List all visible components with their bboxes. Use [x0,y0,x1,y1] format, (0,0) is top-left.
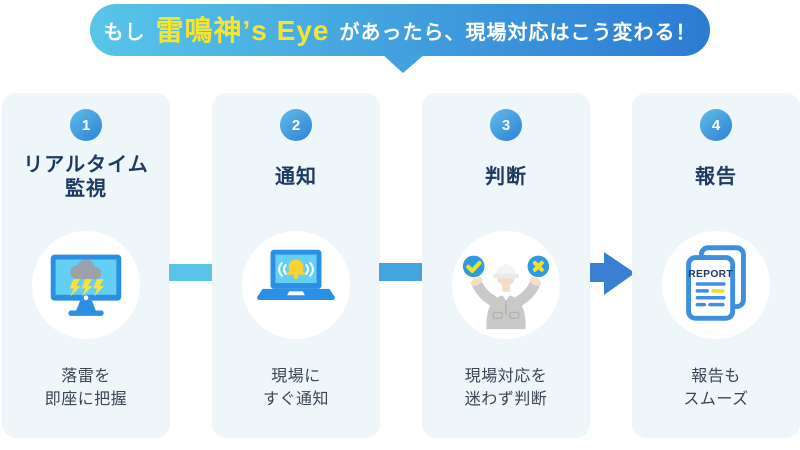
caption-line: 迷わず判断 [464,391,548,408]
step-card-3: 3 判断 [422,93,590,438]
title-line: 報告 [695,166,737,188]
connector-bar-1 [169,264,213,281]
caption-line: スムーズ [683,391,749,408]
title-line: リアルタイム [23,154,149,176]
worker-decision-icon [452,231,560,339]
product-name: 雷鳴神’s Eye [155,15,330,46]
step-card-1: 1 リアルタイム 監視 [2,93,170,438]
step-number: 2 [291,116,301,134]
step-card-2: 2 通知 現場に すぐ通知 [212,93,380,438]
bubble-tail-icon [382,54,425,73]
caption-line: 即座に把握 [44,391,128,408]
laptop-bell-icon [242,231,350,339]
report-docs-icon: REPORT [662,231,770,339]
flow-arrow-icon [590,252,635,295]
report-label: REPORT [688,269,733,280]
step-number: 4 [711,116,721,134]
headline-prefix: もし [103,21,146,44]
step-title-2: 通知 [275,149,317,205]
title-line: 通知 [275,166,317,188]
step-card-4: 4 報告 REPORT 報告も スムーズ [632,93,800,438]
step-caption-4: 報告も スムーズ [683,365,748,411]
step-number-badge-4: 4 [700,109,732,141]
step-number-badge-2: 2 [280,109,312,141]
step-title-3: 判断 [485,149,527,205]
step-caption-3: 現場対応を 迷わず判断 [465,365,548,411]
step-caption-2: 現場に すぐ通知 [263,365,329,411]
step-number: 3 [501,116,511,134]
step-number: 1 [81,116,91,134]
step-title-1: リアルタイム 監視 [23,149,148,205]
headline-suffix: があったら、現場対応はこう変わる！ [339,21,697,44]
monitor-storm-icon [32,231,140,339]
caption-line: すぐ通知 [262,391,329,408]
step-number-badge-1: 1 [70,109,102,141]
connector-bar-2 [379,263,423,281]
headline-bubble: もし 雷鳴神’s Eye があったら、現場対応はこう変わる！ [90,4,710,56]
caption-line: 現場に [271,368,321,385]
caption-line: 報告も [691,368,741,385]
caption-line: 落雷を [61,368,111,385]
step-caption-1: 落雷を 即座に把握 [45,365,128,411]
title-line: 判断 [485,166,527,188]
step-number-badge-3: 3 [490,109,522,141]
title-line: 監視 [65,178,107,200]
step-title-4: 報告 [695,149,737,205]
caption-line: 現場対応を [464,368,548,385]
